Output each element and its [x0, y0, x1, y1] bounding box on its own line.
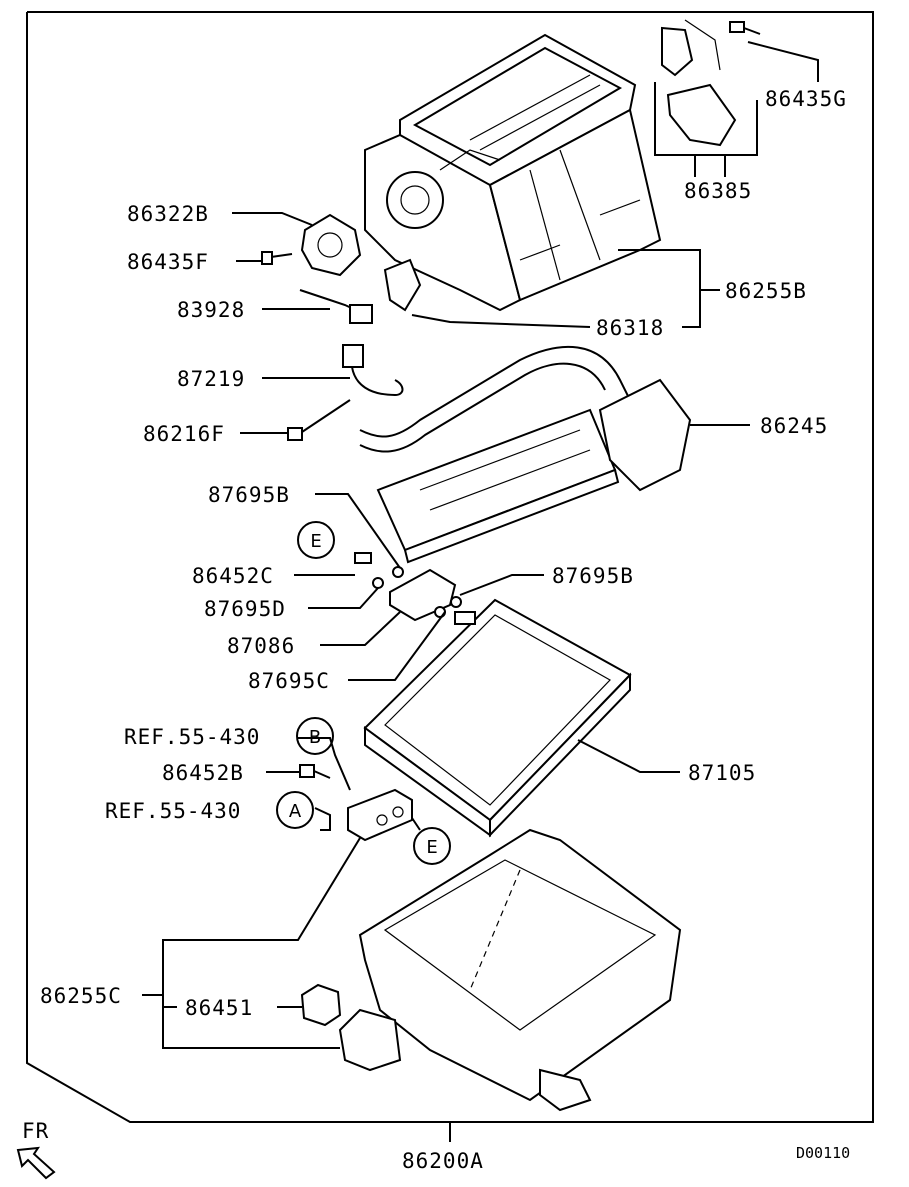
label-86385: 86385: [684, 179, 752, 203]
svg-text:E: E: [426, 837, 437, 858]
label-86255C: 86255C: [40, 984, 122, 1008]
svg-text:A: A: [289, 801, 302, 822]
label-86318: 86318: [596, 316, 664, 340]
leader-lines: [142, 41, 819, 1142]
label-87219: 87219: [177, 367, 245, 391]
label-ref-55-430-upper: REF.55-430: [124, 725, 260, 749]
svg-text:E: E: [310, 531, 321, 552]
lower-case-drawing: [300, 828, 682, 1112]
circle-b: B: [296, 717, 334, 755]
label-fr: FR: [22, 1119, 49, 1143]
label-87086: 87086: [227, 634, 295, 658]
circle-e-top: E: [297, 521, 335, 559]
upper-case-drawing: [364, 33, 662, 312]
label-87695B-lower: 87695B: [552, 564, 634, 588]
label-87695C: 87695C: [248, 669, 330, 693]
rod-drawing: [287, 399, 351, 441]
evaporator-drawing: [359, 345, 692, 564]
heater-core-drawing: [363, 598, 632, 838]
label-87695B-upper: 87695B: [208, 483, 290, 507]
label-86451: 86451: [185, 996, 253, 1020]
circle-e-bottom: E: [413, 827, 451, 865]
block-drawing: [299, 764, 413, 842]
label-86452B: 86452B: [162, 761, 244, 785]
svg-text:B: B: [309, 727, 321, 748]
actuator-drawing: [261, 213, 362, 277]
label-86255B: 86255B: [725, 279, 807, 303]
label-86216F: 86216F: [143, 422, 225, 446]
sensor-drawing: [299, 258, 422, 324]
label-87105: 87105: [688, 761, 756, 785]
label-86435G: 86435G: [765, 87, 847, 111]
lever-drawing: [661, 19, 761, 147]
label-86200A: 86200A: [402, 1149, 484, 1173]
label-ref-55-430-lower: REF.55-430: [105, 799, 241, 823]
label-86322B: 86322B: [127, 202, 209, 226]
diagram-code: D00110: [796, 1144, 850, 1162]
frame-border: [26, 11, 874, 1123]
label-87695D: 87695D: [204, 597, 286, 621]
valve-drawing: [354, 552, 462, 622]
label-83928: 83928: [177, 298, 245, 322]
wire-drawing: [342, 344, 404, 397]
label-86452C: 86452C: [192, 564, 274, 588]
label-86245: 86245: [760, 414, 828, 438]
label-86435F: 86435F: [127, 250, 209, 274]
fr-arrow-icon: [16, 1146, 56, 1180]
circle-a: A: [276, 791, 314, 829]
